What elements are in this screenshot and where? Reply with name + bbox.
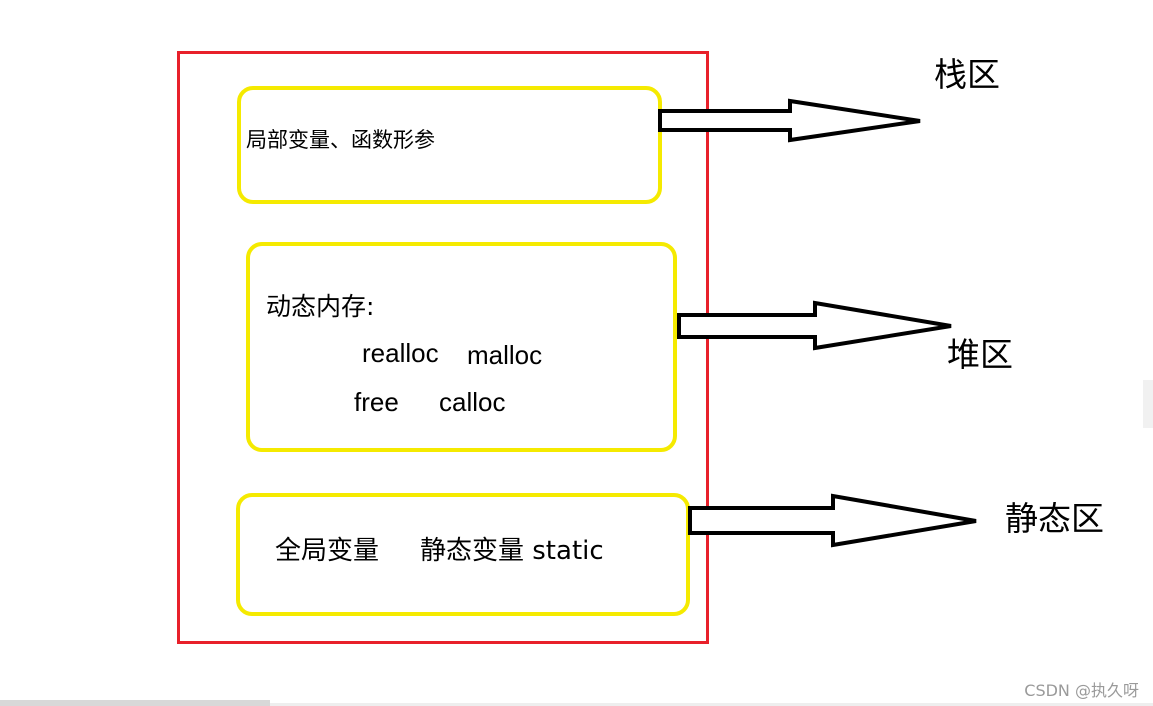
heap-func-free: free <box>354 387 399 417</box>
horizontal-scrollbar-thumb[interactable] <box>0 700 270 706</box>
arrow-to-heap <box>677 300 952 351</box>
static-content-box <box>236 493 690 616</box>
static-region-label: 静态区 <box>1005 499 1104 538</box>
side-scroll-tab[interactable] <box>1143 380 1153 428</box>
program-memory-outline <box>177 51 709 644</box>
heap-func-calloc: calloc <box>439 387 506 417</box>
stack-contents-text: 局部变量、函数形参 <box>246 128 435 152</box>
heap-title-text: 动态内存: <box>266 292 375 321</box>
heap-func-malloc: malloc <box>467 340 543 370</box>
arrow-to-stack <box>658 98 921 143</box>
heap-region-label: 堆区 <box>947 335 1013 374</box>
static-var-text: 静态变量 static <box>420 536 604 566</box>
static-global-text: 全局变量 <box>275 536 380 566</box>
stack-region-label: 栈区 <box>934 55 1000 94</box>
stack-content-box <box>237 86 662 204</box>
heap-content-box <box>246 242 677 452</box>
arrow-to-static <box>688 493 977 548</box>
csdn-watermark: CSDN @执久呀 <box>1024 681 1139 700</box>
horizontal-scrollbar-track[interactable] <box>270 703 1153 706</box>
heap-func-realloc: realloc <box>362 338 439 368</box>
